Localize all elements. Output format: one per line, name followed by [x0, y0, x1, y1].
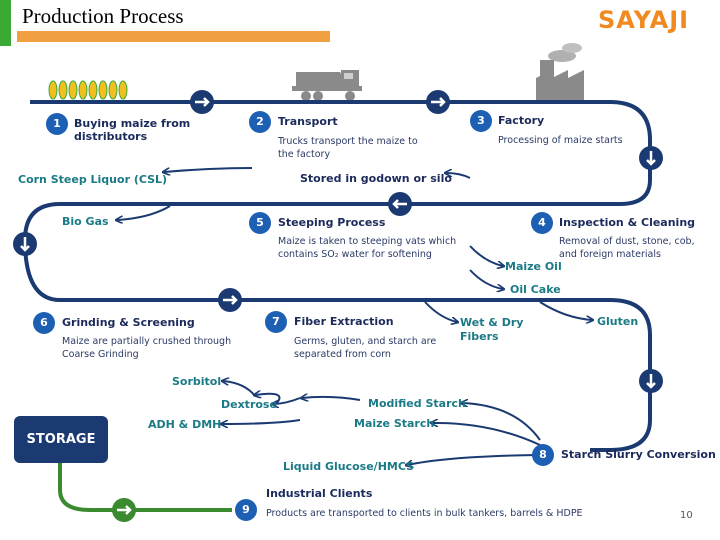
- step-5-description: Maize is taken to steeping vats which co…: [278, 236, 457, 260]
- step-8-number: 8: [532, 444, 554, 466]
- step-9-title: Industrial Clients: [266, 487, 373, 500]
- step-4-number: 4: [531, 212, 553, 234]
- branch-arrow-gluten: [539, 301, 592, 320]
- step-2-description: Trucks transport the maize to the factor…: [278, 136, 418, 160]
- title-underline: [17, 31, 330, 42]
- step-4-title: Inspection & Cleaning: [559, 216, 696, 229]
- truck-icon: [292, 70, 362, 101]
- step-4-description: Removal of dust, stone, cob, and foreign…: [559, 236, 695, 260]
- storage-flow-line: [58, 463, 232, 512]
- accent-bar-green: [0, 0, 11, 46]
- side-product-dextrose: Dextrose: [221, 398, 277, 411]
- flow-arrow-marker: [639, 369, 663, 393]
- side-product-maize-oil: Maize Oil: [505, 260, 562, 273]
- branch-arrow-dextrose-sorbitol: [255, 394, 281, 406]
- side-product-modified-starch: Modified Starch: [368, 397, 466, 410]
- step-5-number: 5: [249, 212, 271, 234]
- side-product-oil-cake: Oil Cake: [510, 283, 561, 296]
- step-2-number: 2: [249, 111, 271, 133]
- side-product-wet-dry-fibers: Wet & Dry Fibers: [460, 316, 524, 343]
- flow-arrow-marker: [190, 90, 214, 114]
- branch-arrow-wet-dry: [424, 301, 457, 322]
- branch-arrow-to-dextrose: [302, 397, 361, 400]
- company-logo: SAYAJI: [598, 6, 690, 34]
- branch-arrow-bio-gas: [117, 205, 171, 220]
- branch-arrow-liquid-glucose: [407, 454, 541, 465]
- step-1-title: Buying maize from distributors: [74, 117, 191, 143]
- factory-icon: [536, 43, 584, 100]
- flow-arrow-marker-green: [112, 498, 136, 522]
- branch-arrow-oil-cake: [469, 269, 503, 289]
- step-3-number: 3: [470, 110, 492, 132]
- step-9-number: 9: [235, 499, 257, 521]
- flow-arrow-marker: [426, 90, 450, 114]
- step-7-description: Germs, gluten, and starch are separated …: [294, 336, 437, 360]
- step-2-title: Transport: [278, 115, 338, 128]
- side-product-liquid-glucose: Liquid Glucose/HMCS: [283, 460, 415, 473]
- step-7-number: 7: [265, 311, 287, 333]
- side-product-stored: Stored in godown or silo: [300, 172, 452, 185]
- branch-arrow-stored: [446, 173, 471, 179]
- branch-arrow-adh: [222, 419, 301, 424]
- side-product-adh-dmh: ADH & DMH: [148, 418, 222, 431]
- branch-arrow-sorbitol: [223, 381, 256, 397]
- step-6-number: 6: [33, 312, 55, 334]
- step-6-description: Maize are partially crushed through Coar…: [62, 336, 232, 360]
- branch-arrow-maize-starch: [432, 423, 541, 446]
- side-product-gluten: Gluten: [597, 315, 639, 328]
- step-6-title: Grinding & Screening: [62, 316, 195, 329]
- storage-box: STORAGE: [14, 416, 108, 463]
- side-product-bio-gas: Bio Gas: [62, 215, 109, 228]
- side-product-sorbitol: Sorbitol: [172, 375, 222, 388]
- flow-arrow-marker: [13, 232, 37, 256]
- flow-arrow-marker: [388, 192, 412, 216]
- step-3-description: Processing of maize starts: [498, 135, 623, 146]
- branch-arrow-maize-oil: [469, 245, 503, 266]
- step-7-title: Fiber Extraction: [294, 315, 394, 328]
- step-3-title: Factory: [498, 114, 545, 127]
- step-8-title: Starch Slurry Conversion: [561, 448, 716, 461]
- maize-icon: [48, 80, 128, 100]
- flow-arrow-marker: [639, 146, 663, 170]
- branch-arrow-modified-starch: [462, 403, 541, 441]
- slide-title: Production Process: [22, 4, 184, 28]
- side-product-csl: Corn Steep Liquor (CSL): [18, 173, 168, 186]
- page-number: 10: [680, 510, 693, 521]
- branch-arrow-csl: [164, 167, 253, 172]
- step-1-number: 1: [46, 113, 68, 135]
- flow-arrow-marker: [218, 288, 242, 312]
- side-product-maize-starch: Maize Starch: [354, 417, 435, 430]
- step-5-title: Steeping Process: [278, 216, 386, 229]
- step-9-description: Products are transported to clients in b…: [266, 508, 583, 519]
